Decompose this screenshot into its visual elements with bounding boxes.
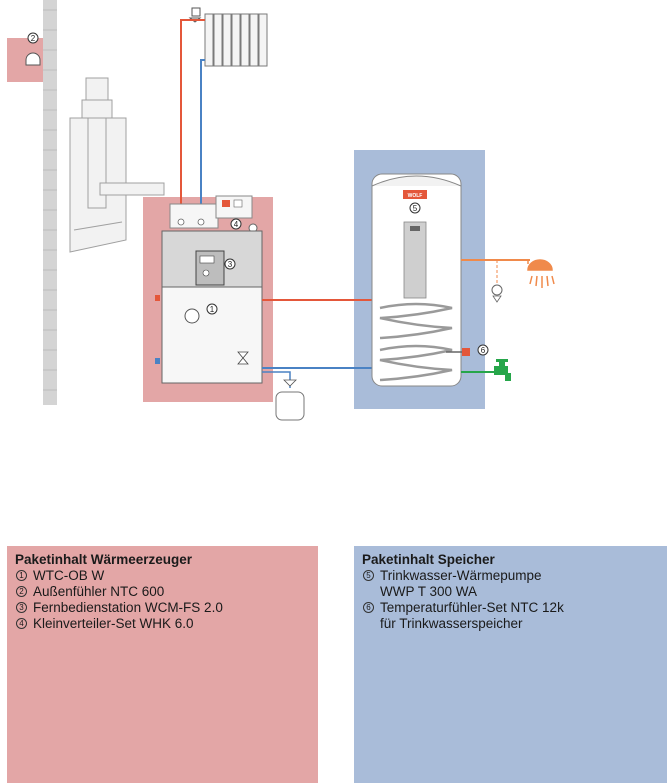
heater-item-1: 1 WTC-OB W [15, 568, 310, 584]
distributor-set [169, 195, 258, 233]
heater-package-panel: Paketinhalt Wärmeerzeuger 1 WTC-OB W 2 A… [7, 546, 318, 783]
heating-flow-pipe [180, 19, 205, 205]
callout-3: 3 [224, 258, 236, 270]
storage-item-6: 6 Temperaturfühler-Set NTC 12k für Trink… [362, 600, 659, 632]
heater-item-2: 2 Außenfühler NTC 600 [15, 584, 310, 600]
heater-package-title: Paketinhalt Wärmeerzeuger [15, 552, 193, 567]
flue-system [69, 77, 165, 253]
circulation-pump [491, 284, 503, 303]
tank-brand-plate [403, 190, 427, 199]
svg-text:3: 3 [228, 260, 233, 269]
storage-package-panel: Paketinhalt Speicher 5 Trinkwasser-Wärme… [354, 546, 667, 783]
callout-2: 2 [27, 32, 39, 44]
expansion-vessel [275, 379, 305, 421]
callout-4: 4 [230, 218, 242, 230]
svg-text:4: 4 [234, 220, 239, 229]
water-tap-icon [494, 359, 511, 381]
heating-return-pipe [200, 59, 205, 205]
callout-6: 6 [477, 344, 489, 356]
storage-item-5: 5 Trinkwasser-Wärmepumpe WWP T 300 WA [362, 568, 659, 600]
svg-text:WOLF: WOLF [408, 193, 423, 199]
heat-pump-water-heater: WOLF [371, 173, 462, 387]
svg-text:6: 6 [481, 346, 486, 355]
callout-1: 1 [206, 303, 218, 315]
exterior-wall [43, 0, 57, 405]
heater-item-4: 4 Kleinverteiler-Set WHK 6.0 [15, 616, 310, 632]
shower-head-icon [527, 259, 555, 288]
heating-coil [379, 302, 453, 382]
storage-temperature-sensor [446, 348, 470, 356]
heater-item-3: 3 Fernbedienstation WCM-FS 2.0 [15, 600, 310, 616]
svg-text:5: 5 [413, 204, 418, 213]
heating-system-diagram: 2 4 [7, 0, 555, 421]
radiator [204, 13, 268, 67]
storage-package-title: Paketinhalt Speicher [362, 552, 495, 567]
callout-5: 5 [409, 202, 421, 214]
svg-text:1: 1 [210, 305, 215, 314]
svg-text:2: 2 [31, 34, 36, 43]
outdoor-sensor [7, 38, 43, 82]
